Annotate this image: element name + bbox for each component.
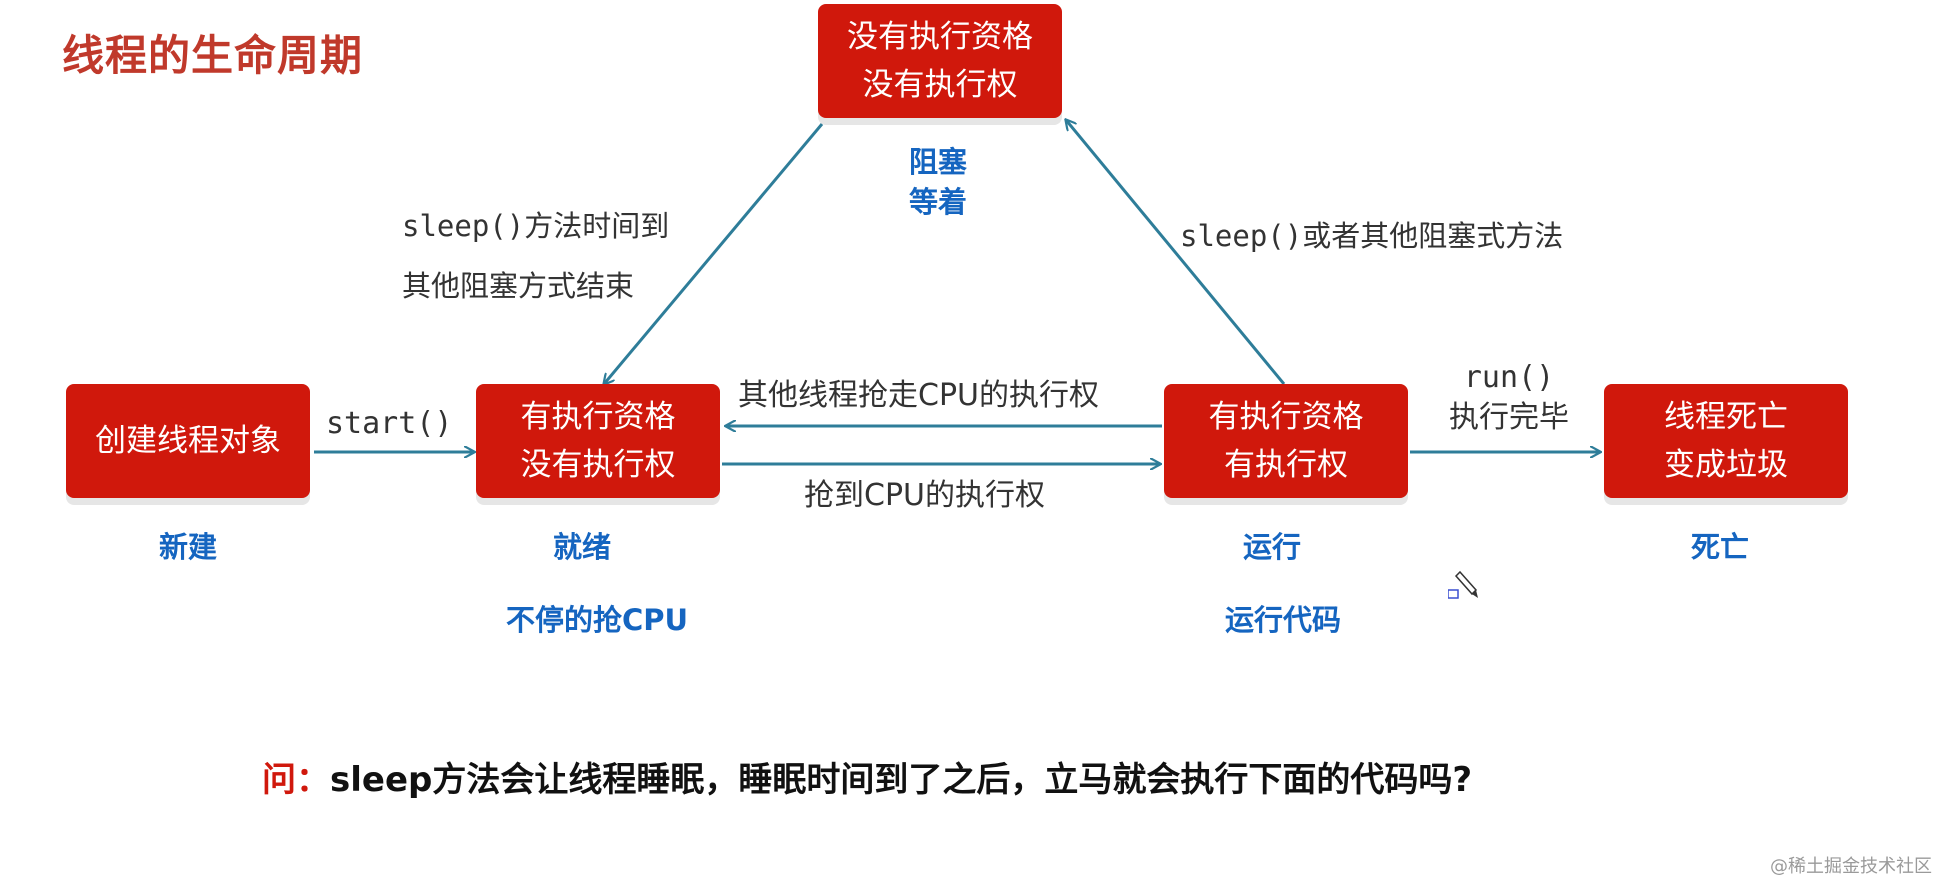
question-text: 问：sleep方法会让线程睡眠，睡眠时间到了之后，立马就会执行下面的代码吗? bbox=[262, 752, 1472, 801]
page-title: 线程的生命周期 bbox=[62, 31, 364, 80]
state-label-running: 运行 bbox=[1242, 530, 1301, 564]
state-label-blocked-line-1: 阻塞 bbox=[908, 145, 967, 179]
state-label-blocked: 阻塞 等着 bbox=[858, 142, 1018, 222]
state-label-ready: 就绪 bbox=[552, 530, 611, 564]
state-box-blocked-line-2: 没有执行权 bbox=[862, 67, 1018, 103]
state-box-running-line-1: 有执行资格 bbox=[1208, 399, 1364, 435]
question-body: sleep方法会让线程睡眠，睡眠时间到了之后，立马就会执行下面的代码吗? bbox=[330, 760, 1473, 800]
watermark: @稀土掘金技术社区 bbox=[1770, 856, 1932, 877]
edge-label-grab: 抢到CPU的执行权 bbox=[804, 478, 1045, 513]
state-box-running-line-2: 有执行权 bbox=[1224, 447, 1348, 483]
state-box-ready-line-2: 没有执行权 bbox=[520, 447, 676, 483]
arrow-running-to-blocked bbox=[1066, 120, 1286, 385]
pen-cursor-icon bbox=[1448, 570, 1478, 599]
question-prefix: 问： bbox=[262, 760, 330, 800]
edge-label-preempt: 其他线程抢走CPU的执行权 bbox=[738, 378, 1099, 413]
edge-label-to-blocked: sleep()或者其他阻塞式方法 bbox=[1180, 219, 1564, 253]
state-box-new-line-1: 创建线程对象 bbox=[95, 423, 281, 459]
state-label-dead: 死亡 bbox=[1690, 530, 1749, 564]
state-box-ready: 有执行资格 没有执行权 bbox=[476, 384, 720, 498]
state-box-dead-line-2: 变成垃圾 bbox=[1664, 447, 1788, 483]
state-sublabel-ready: 不停的抢CPU bbox=[505, 603, 689, 637]
state-box-dead-line-1: 线程死亡 bbox=[1664, 399, 1788, 435]
edge-label-from-blocked-line-1: sleep()方法时间到 bbox=[402, 209, 670, 243]
edge-label-from-blocked-line-2: 其他阻塞方式结束 bbox=[402, 269, 635, 303]
arrow-blocked-to-ready bbox=[604, 123, 824, 384]
state-box-new: 创建线程对象 bbox=[66, 384, 310, 498]
state-box-blocked: 没有执行资格 没有执行权 bbox=[818, 4, 1062, 118]
state-box-running: 有执行资格 有执行权 bbox=[1164, 384, 1408, 498]
state-box-dead: 线程死亡 变成垃圾 bbox=[1604, 384, 1848, 498]
state-label-new: 新建 bbox=[158, 530, 217, 564]
edge-label-run-done: run() 执行完毕 bbox=[1434, 358, 1584, 438]
state-sublabel-running: 运行代码 bbox=[1224, 603, 1341, 637]
state-label-blocked-line-2: 等着 bbox=[908, 185, 967, 219]
edge-label-start: start() bbox=[326, 406, 453, 441]
edge-label-run-done-line-1: run() bbox=[1463, 360, 1555, 395]
state-box-ready-line-1: 有执行资格 bbox=[520, 399, 676, 435]
edge-label-run-done-line-2: 执行完毕 bbox=[1449, 400, 1569, 435]
edge-label-from-blocked: sleep()方法时间到 其他阻塞方式结束 bbox=[402, 196, 669, 316]
state-box-blocked-line-1: 没有执行资格 bbox=[847, 19, 1033, 55]
